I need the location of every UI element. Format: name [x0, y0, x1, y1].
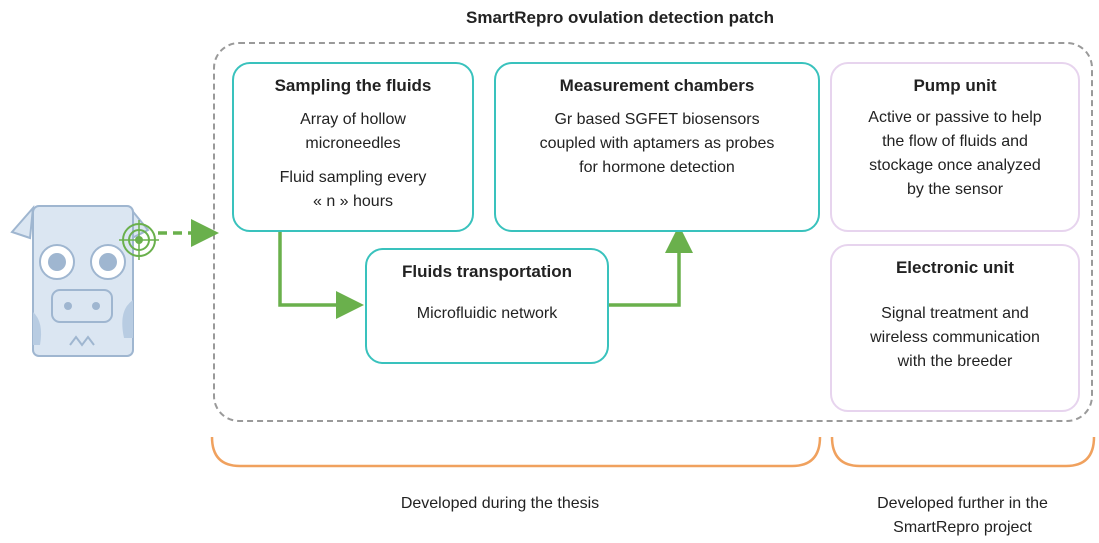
project-brace [830, 436, 1096, 468]
measurement-chambers-box: Measurement chambers Gr based SGFET bios… [494, 62, 820, 232]
sampling-to-transport-arrow [278, 231, 364, 319]
electronic-unit-title: Electronic unit [895, 258, 1015, 277]
electronic-line-3: with the breeder [897, 353, 1013, 370]
fluids-transportation-title: Fluids transportation [402, 262, 572, 281]
transport-to-measurement-arrow [609, 225, 693, 307]
target-icon [119, 220, 159, 260]
sampling-line-4: « n » hours [312, 193, 394, 210]
pump-line-1: Active or passive to help [868, 109, 1042, 126]
pump-line-4: by the sensor [906, 181, 1004, 198]
electronic-line-1: Signal treatment and [881, 305, 1029, 322]
sampling-line-2: microneedles [305, 135, 401, 152]
pump-unit-box: Pump unit Active or passive to help the … [830, 62, 1080, 232]
sampling-line-1: Array of hollow [300, 111, 406, 128]
measurement-chambers-title: Measurement chambers [559, 76, 755, 95]
project-brace-label-line-1: Developed further in the [877, 495, 1048, 512]
pump-line-3: stockage once analyzed [869, 157, 1041, 174]
thesis-brace-label: Developed during the thesis [400, 495, 600, 512]
fluids-transportation-box: Fluids transportation Microfluidic netwo… [365, 248, 609, 364]
transport-line-1: Microfluidic network [416, 305, 558, 322]
pump-unit-title: Pump unit [913, 76, 997, 95]
project-brace-label-line-2: SmartRepro project [893, 519, 1032, 536]
electronic-line-2: wireless communication [870, 329, 1040, 346]
sampling-line-3: Fluid sampling every [279, 169, 427, 186]
sampling-fluids-box: Sampling the fluids Array of hollow micr… [232, 62, 474, 232]
cow-icon [10, 204, 150, 357]
measurement-line-1: Gr based SGFET biosensors [554, 111, 760, 128]
diagram-title: SmartRepro ovulation detection patch [466, 8, 774, 27]
electronic-unit-box: Electronic unit Signal treatment and wir… [830, 244, 1080, 412]
sampling-fluids-title: Sampling the fluids [274, 76, 432, 95]
measurement-line-3: for hormone detection [579, 159, 735, 176]
measurement-line-2: coupled with aptamers as probes [539, 135, 775, 152]
project-brace-label: Developed further in the SmartRepro proj… [835, 492, 1090, 540]
pump-line-2: the flow of fluids and [882, 133, 1028, 150]
thesis-brace [210, 436, 822, 468]
